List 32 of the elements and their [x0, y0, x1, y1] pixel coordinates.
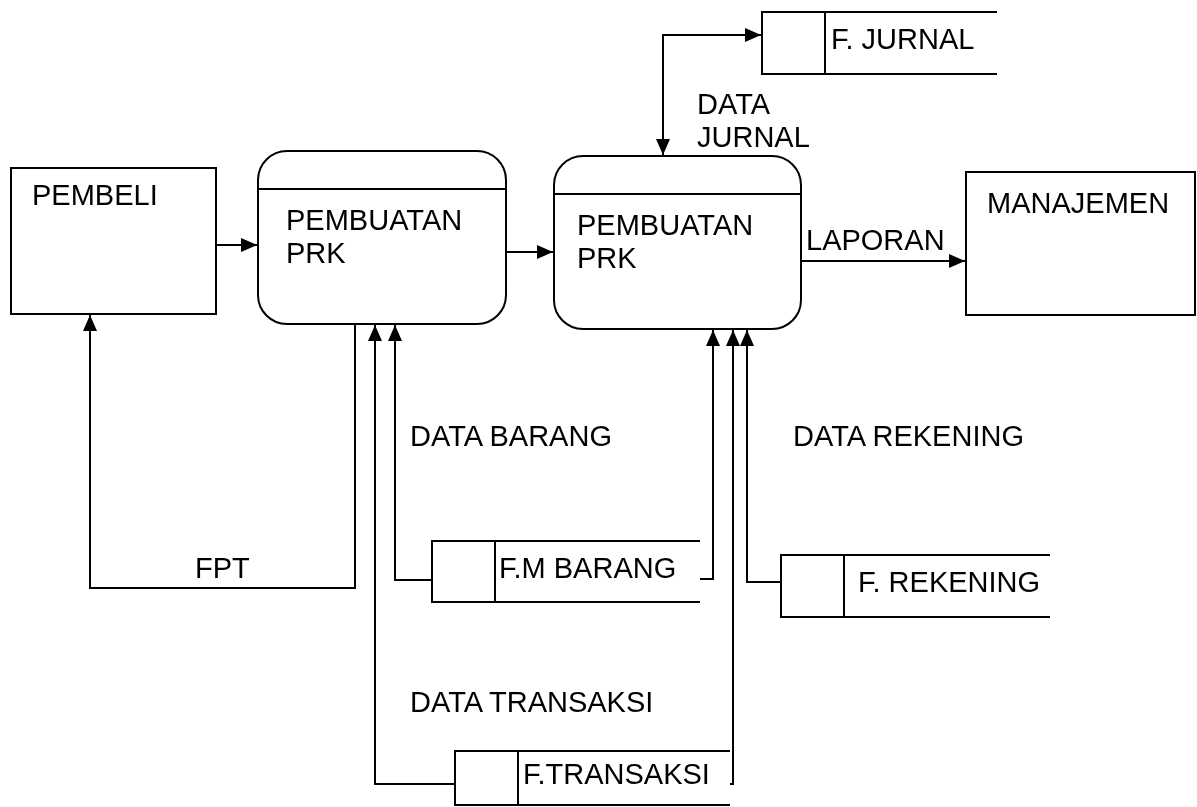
arrow [216, 238, 258, 252]
arrow [388, 324, 432, 581]
entity-box [965, 171, 1196, 316]
node-label: F.TRANSAKSI [523, 758, 711, 792]
arrow [83, 314, 356, 589]
data-store [761, 11, 997, 75]
node-label: PEMBUATAN PRK [577, 209, 755, 276]
process-box [257, 150, 507, 325]
data-store [431, 540, 700, 603]
edge-label: DATA TRANSAKSI [410, 686, 654, 720]
node-label: F. REKENING [858, 566, 1042, 600]
node-label: PEMBUATAN PRK [286, 204, 464, 271]
process-box [553, 155, 802, 330]
edge-label: DATA REKENING [793, 420, 1024, 454]
arrow [801, 254, 966, 268]
arrow [726, 329, 740, 785]
edge-label: FPT [195, 552, 250, 586]
node-label: F.M BARANG [499, 552, 678, 586]
data-store [780, 554, 1050, 618]
edge-label: DATA BARANG [410, 420, 612, 454]
arrow [740, 329, 781, 583]
edge-label: DATA JURNAL [697, 88, 811, 155]
data-store [454, 750, 730, 806]
arrow [699, 329, 720, 580]
edge-label: LAPORAN [806, 224, 945, 258]
node-label: MANAJEMEN [987, 187, 1171, 221]
entity-box [10, 167, 217, 315]
node-label: F. JURNAL [831, 23, 976, 57]
arrow [506, 245, 554, 259]
arrow [656, 28, 762, 156]
arrow [368, 324, 455, 785]
node-label: PEMBELI [32, 179, 159, 213]
